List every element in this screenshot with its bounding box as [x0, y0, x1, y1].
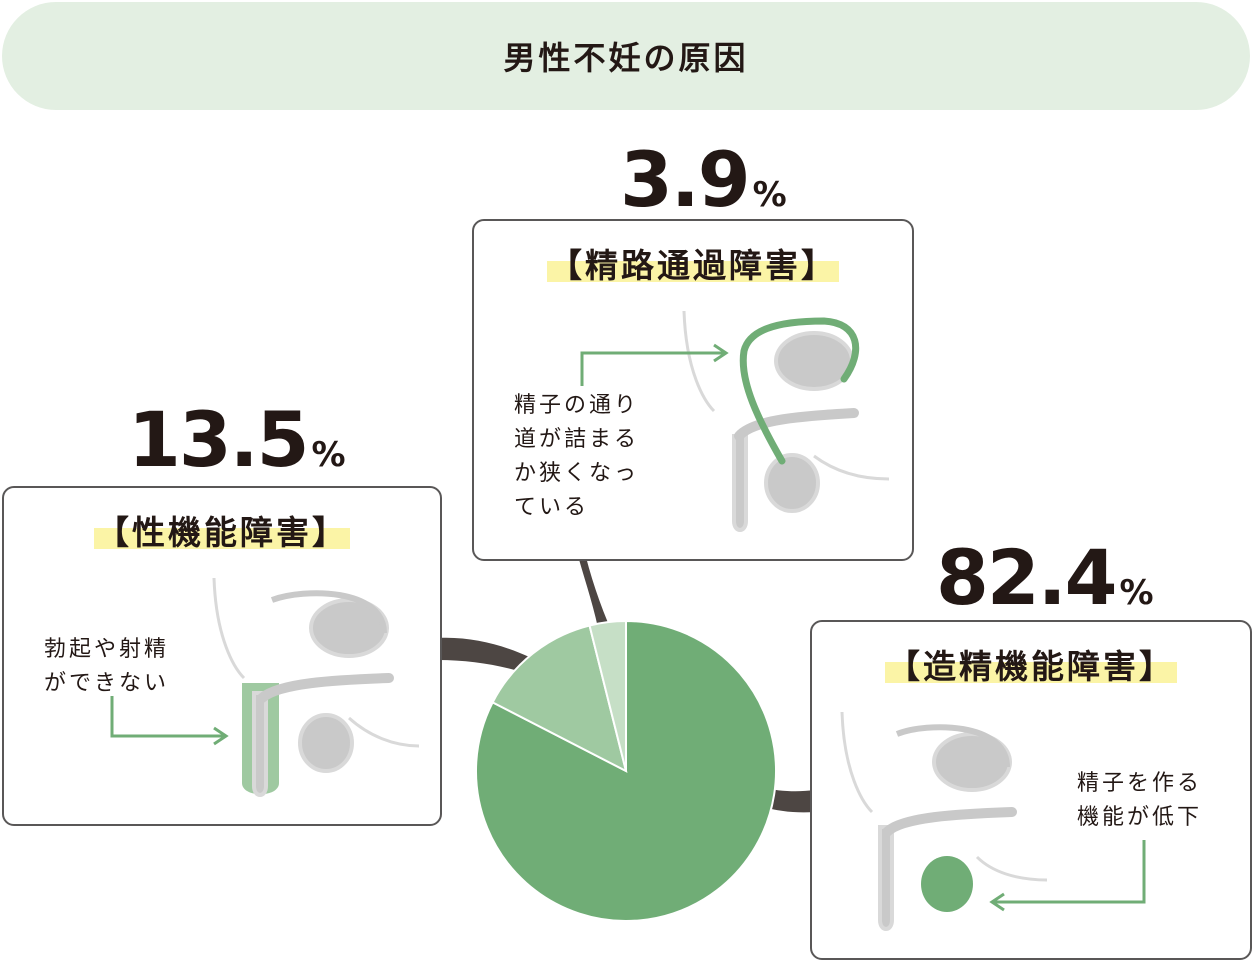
anatomy-illustration-seiki [110, 577, 420, 797]
callout-zosei-title-text: 【造精機能障害】 [885, 647, 1177, 686]
pie-slice-0 [475, 619, 777, 922]
callout-seiki-desc: 勃起や射精 ができない [44, 633, 169, 701]
callout-zosei-desc: 精子を作る 機能が低下 [1077, 767, 1202, 835]
desc-line: か狭くなっ [514, 461, 640, 486]
seiro-percent-unit: % [752, 175, 787, 215]
callout-seiki-title-text: 【性機能障害】 [94, 513, 350, 552]
desc-line: 勃起や射精 [44, 637, 170, 662]
zosei-percent-unit: % [1119, 573, 1154, 613]
zosei-percent: 82.4% [936, 540, 1154, 616]
callout-seiro: 【精路通過障害】 精子の通り 道が詰まる か狭くなっ ている [472, 219, 914, 561]
desc-line: 精子を作る [1077, 771, 1203, 796]
callout-seiro-title-text: 【精路通過障害】 [547, 246, 839, 285]
seiki-percent-value: 13.5 [128, 395, 310, 484]
pie-slice-1 [491, 624, 628, 773]
desc-line: 精子の通り [514, 393, 640, 418]
callout-seiki: 【性機能障害】 勃起や射精 ができない [2, 486, 442, 826]
seiro-percent: 3.9% [620, 142, 787, 218]
seiki-percent: 13.5% [128, 402, 346, 478]
callout-zosei-title: 【造精機能障害】 [812, 640, 1250, 688]
desc-line: ている [514, 495, 590, 520]
desc-line: ができない [44, 671, 170, 696]
callout-seiro-title: 【精路通過障害】 [474, 239, 912, 287]
zosei-percent-value: 82.4 [936, 533, 1118, 622]
callout-seiro-desc: 精子の通り 道が詰まる か狭くなっ ている [514, 389, 639, 525]
desc-line: 機能が低下 [1077, 805, 1203, 830]
anatomy-illustration-zosei [840, 711, 1146, 931]
pie-slice-2 [588, 619, 627, 772]
pointer-seiro [575, 545, 612, 632]
page-title: 男性不妊の原因 [2, 2, 1250, 110]
seiki-percent-unit: % [311, 435, 346, 475]
desc-line: 道が詰まる [514, 427, 640, 452]
callout-zosei: 【造精機能障害】 精子を作る 機能が低下 [810, 620, 1252, 960]
callout-seiki-title: 【性機能障害】 [4, 506, 440, 554]
pointer-zosei [700, 755, 815, 813]
seiro-percent-value: 3.9 [620, 135, 751, 224]
anatomy-illustration-seiro [580, 310, 890, 532]
